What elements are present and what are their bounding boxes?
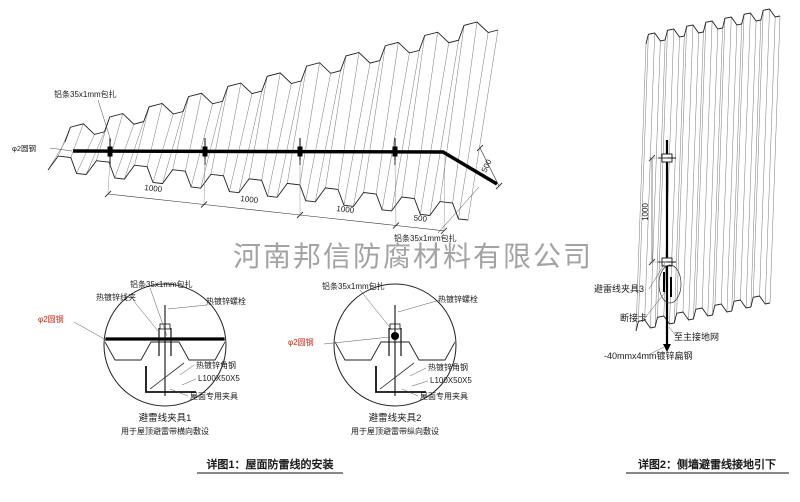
label-c1-angle-spec: L100X50X5: [198, 374, 240, 383]
detail-circle-2-group: [333, 283, 457, 407]
detail-1-title: 避雷线夹具1: [139, 412, 192, 424]
label-wall-disconnect: 断接卡: [620, 312, 647, 323]
label-c1-round-steel: φ2圆钢: [38, 314, 64, 324]
label-c1-roof-clamp: 屋面专用夹具: [190, 391, 238, 401]
wall-drawing-group: [635, 8, 781, 356]
label-wall-clamp3: 避雷线夹具3: [594, 283, 644, 294]
label-c2-bolt: 热镀锌螺栓: [438, 294, 478, 304]
label-aluminum-strip-bottom: 铝条35x1mm包扎: [394, 233, 457, 243]
detail-circle-1-group: [103, 283, 227, 407]
detail-2-subtitle: 用于屋顶避雷带纵向敷设: [351, 426, 439, 436]
label-c1-strip: 铝条35x1mm包扎: [130, 279, 193, 289]
label-wall-flat-steel: -40mmx4mm镀锌扁钢: [604, 350, 693, 361]
dim-wall-1000: 1000: [641, 203, 650, 221]
dim-1000-b: 1000: [240, 194, 259, 205]
label-c2-roof-clamp: 屋面专用夹具: [420, 391, 468, 401]
label-c1-wire-clip: 热镀锌线夹: [96, 292, 136, 302]
dim-1000-c: 1000: [336, 204, 355, 215]
label-c2-strip: 铝条35x1mm包扎: [322, 281, 385, 291]
label-c2-angle-spec: L100X50X5: [430, 376, 472, 385]
roof-dimensions-group: [49, 99, 503, 235]
label-c1-bolt: 热镀锌螺栓: [206, 296, 246, 306]
label-aluminum-strip-top: 铝条35x1mm包扎: [54, 89, 117, 99]
label-c2-round-steel: φ2圆钢: [288, 337, 314, 347]
caption-detail-2: 详图2：侧墙避雷线接地引下: [638, 457, 776, 471]
label-c2-angle-steel: 热镀锌角钢: [428, 362, 468, 372]
detail-1-subtitle: 用于屋顶避雷带横向敷设: [121, 426, 209, 436]
dim-1000-a: 1000: [144, 183, 163, 194]
roof-isometric-group: [47, 21, 499, 221]
label-round-steel-left: φ2圆钢: [12, 143, 36, 153]
detail-2-title: 避雷线夹具2: [369, 412, 422, 424]
label-wall-to-ground: 至主接地网: [674, 331, 719, 342]
detail-1-leader-lines: [73, 287, 208, 397]
label-c1-angle-steel: 热镀锌角钢: [196, 360, 236, 370]
dim-500: 500: [413, 213, 428, 224]
detail-2-leader-lines: [323, 289, 441, 397]
caption-detail-1: 详图1：屋面防雷线的安装: [206, 457, 333, 471]
